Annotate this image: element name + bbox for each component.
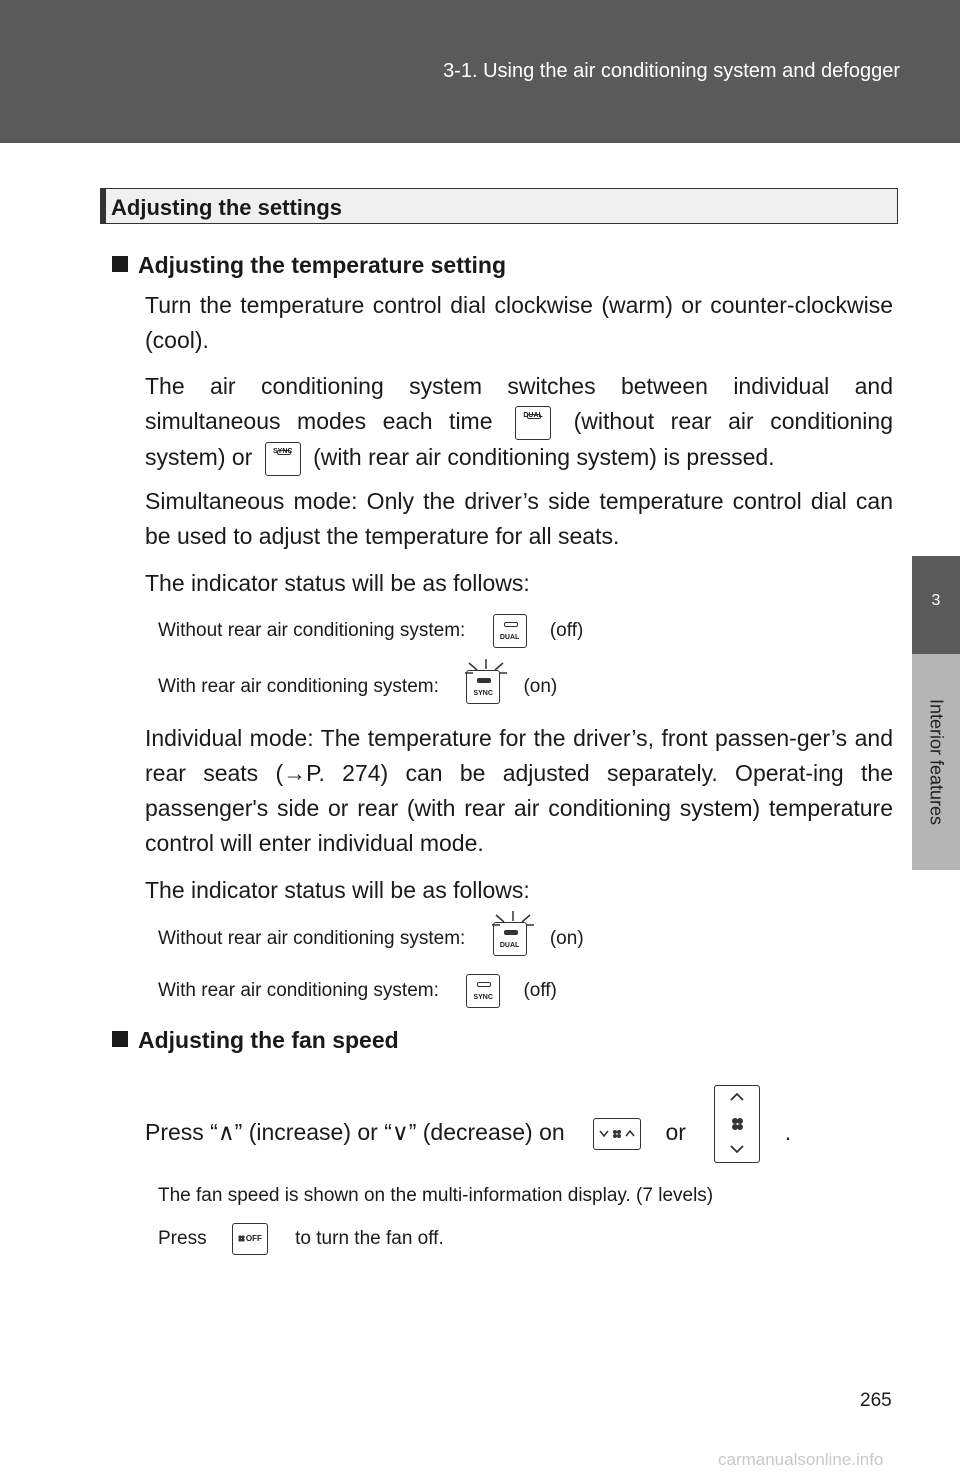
temp-heading: Adjusting the temperature setting bbox=[112, 252, 506, 279]
fan-press-a: Press “∧” (increase) or “∨” (decrease) o… bbox=[145, 1119, 565, 1146]
section-heading: Adjusting the settings bbox=[100, 188, 898, 224]
light-rays-icon bbox=[491, 911, 534, 926]
fan-speed-rocker-icon bbox=[593, 1118, 642, 1150]
sim-without-row: Without rear air conditioning system: DU… bbox=[158, 614, 583, 648]
indicator-light-icon bbox=[527, 413, 542, 419]
temp-paragraph-6: The indicator status will be as follows: bbox=[145, 877, 530, 903]
fan-off-button-icon: OFF bbox=[231, 1223, 268, 1255]
page-number: 265 bbox=[860, 1390, 892, 1411]
indicator-light-icon bbox=[276, 449, 291, 455]
fan-speed-vertical-icon bbox=[714, 1085, 761, 1163]
temp-paragraph-5: Individual mode: The temperature for the… bbox=[145, 725, 893, 856]
square-bullet-icon bbox=[112, 1031, 128, 1047]
ind-with-label: With rear air conditioning system: bbox=[158, 980, 439, 1002]
watermark: carmanualsonline.info bbox=[718, 1450, 884, 1469]
dual-button-icon: DUAL bbox=[492, 614, 527, 648]
square-bullet-icon bbox=[112, 256, 128, 272]
dual-button-lit-icon: DUAL bbox=[491, 911, 534, 956]
temp-p2-a: The air conditioning system switches bet… bbox=[145, 373, 893, 434]
temp-paragraph-1: Turn the temperature control dial clockw… bbox=[145, 292, 893, 353]
fan-heading: Adjusting the fan speed bbox=[112, 1027, 399, 1054]
ind-without-state: (on) bbox=[549, 928, 584, 950]
fan-note-2: Press OFF to turn the fan off. bbox=[158, 1223, 444, 1255]
sim-without-label: Without rear air conditioning system: bbox=[158, 620, 466, 642]
temp-heading-text: Adjusting the temperature setting bbox=[138, 252, 507, 278]
indicator-light-icon bbox=[503, 930, 518, 935]
temp-p2-b: (without rear air conditioning system) o… bbox=[145, 408, 893, 470]
sync-button-icon: SYNC bbox=[264, 441, 301, 476]
breadcrumb: 3-1. Using the air conditioning system a… bbox=[443, 60, 900, 82]
ind-with-state: (off) bbox=[523, 980, 557, 1002]
chapter-label: Interior features bbox=[926, 698, 947, 826]
sim-with-state: (on) bbox=[523, 676, 558, 698]
light-rays-icon bbox=[465, 659, 508, 674]
section-title: Adjusting the settings bbox=[111, 195, 342, 220]
sim-with-label: With rear air conditioning system: bbox=[158, 676, 439, 698]
dual-button-icon: DUAL bbox=[515, 405, 552, 440]
ind-without-label: Without rear air conditioning system: bbox=[158, 928, 466, 950]
fan-press-end: . bbox=[784, 1119, 792, 1146]
ind-without-row: Without rear air conditioning system: DU… bbox=[158, 911, 584, 956]
indicator-light-icon bbox=[477, 982, 492, 987]
temp-paragraph-2: The air conditioning system switches bet… bbox=[145, 369, 893, 476]
section-heading-bar bbox=[101, 189, 106, 223]
page-header: 3-1. Using the air conditioning system a… bbox=[0, 0, 960, 143]
fan-note2-a: Press bbox=[158, 1228, 207, 1250]
temp-paragraph-3: Simultaneous mode: Only the driver’s sid… bbox=[145, 488, 893, 549]
fan-heading-text: Adjusting the fan speed bbox=[138, 1027, 399, 1053]
indicator-light-icon bbox=[477, 678, 492, 683]
fan-note2-b: to turn the fan off. bbox=[295, 1228, 444, 1250]
fan-note-1: The fan speed is shown on the multi-info… bbox=[158, 1185, 714, 1206]
temp-paragraph-4: The indicator status will be as follows: bbox=[145, 570, 530, 596]
ind-with-row: With rear air conditioning system: SYNC … bbox=[158, 974, 557, 1008]
chapter-tab-number: 3 bbox=[912, 556, 960, 654]
fan-press-line: Press “∧” (increase) or “∨” (decrease) o… bbox=[145, 1085, 885, 1163]
temp-p2-c: (with rear air conditioning system) is p… bbox=[313, 443, 775, 470]
sim-without-state: (off) bbox=[549, 620, 584, 642]
sync-button-icon: SYNC bbox=[466, 974, 501, 1008]
sync-button-lit-icon: SYNC bbox=[465, 659, 508, 704]
sim-with-row: With rear air conditioning system: SYNC … bbox=[158, 659, 558, 704]
chapter-tab-label: Interior features bbox=[912, 654, 960, 870]
chapter-number: 3 bbox=[931, 592, 941, 609]
indicator-light-icon bbox=[503, 622, 518, 627]
fan-press-or: or bbox=[665, 1119, 686, 1146]
